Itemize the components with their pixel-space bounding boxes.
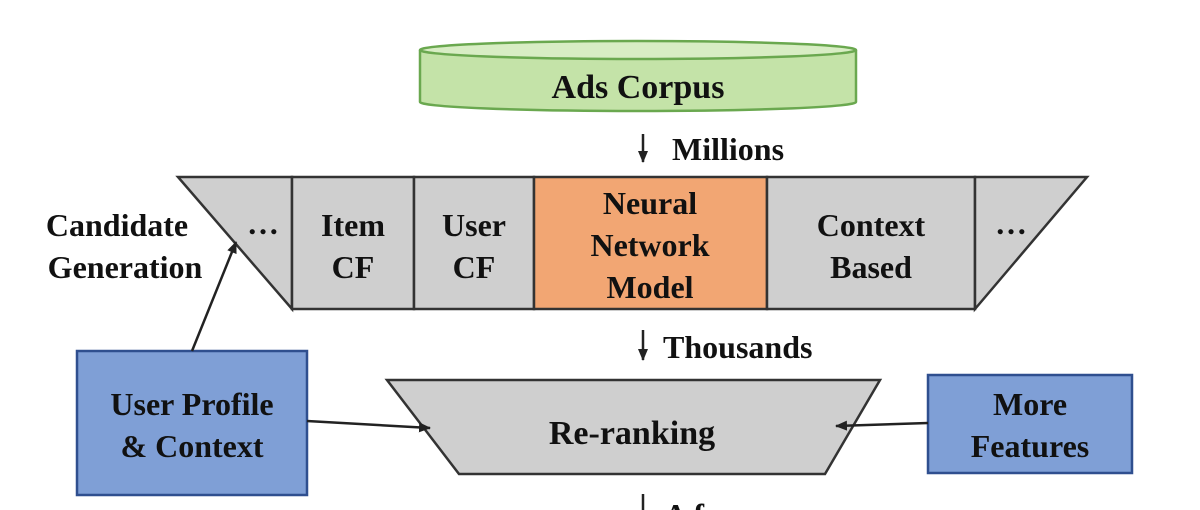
user-profile-node: User Profile & Context <box>75 349 309 497</box>
ellipsis-right: … <box>995 205 1027 241</box>
neural-network-model-box <box>532 175 769 311</box>
candidate-generation-label-line1: Candidate <box>46 207 188 243</box>
user-cf-box <box>412 175 536 311</box>
more-features-to-reranking-arrow <box>835 420 929 431</box>
item-cf-label-line2: CF <box>332 249 375 285</box>
context-based-label-line1: Context <box>817 207 926 243</box>
ads-corpus-label: Ads Corpus <box>552 69 725 106</box>
context-based-box <box>765 175 977 311</box>
user-profile-label-line1: User Profile <box>110 386 273 422</box>
user-profile-to-reranking-arrow <box>306 419 431 433</box>
nn-model-label-line3: Model <box>606 269 693 305</box>
thousands-label: Thousands <box>663 329 812 365</box>
context-based-label-line2: Based <box>830 249 912 285</box>
millions-label: Millions <box>672 131 784 167</box>
candidate-generation-funnel: … … Item CF User CF Neural Network Model… <box>175 175 1090 313</box>
user-profile-label-line2: & Context <box>120 428 263 464</box>
nn-model-label-line1: Neural <box>603 185 697 221</box>
reranking-node: Re-ranking <box>384 378 883 476</box>
more-features-label-line1: More <box>993 386 1067 422</box>
funnel-right-wedge <box>973 175 1090 313</box>
bottom-flow: A f <box>641 494 704 510</box>
millions-flow: Millions <box>638 131 784 167</box>
candidate-generation-label-line2: Generation <box>48 249 203 285</box>
user-profile-to-candidate-arrow <box>190 241 238 352</box>
user-cf-label-line2: CF <box>453 249 496 285</box>
item-cf-label-line1: Item <box>321 207 385 243</box>
nn-model-label-line2: Network <box>590 227 709 263</box>
more-features-node: More Features <box>926 373 1134 475</box>
thousands-flow: Thousands <box>638 329 812 365</box>
item-cf-box <box>290 175 416 311</box>
bottom-partial-label: A f <box>664 497 704 510</box>
more-features-label-line2: Features <box>971 428 1089 464</box>
ellipsis-left: … <box>247 205 279 241</box>
user-cf-label-line1: User <box>442 207 506 243</box>
ads-corpus-node: Ads Corpus <box>418 39 858 113</box>
reranking-label: Re-ranking <box>549 415 715 452</box>
